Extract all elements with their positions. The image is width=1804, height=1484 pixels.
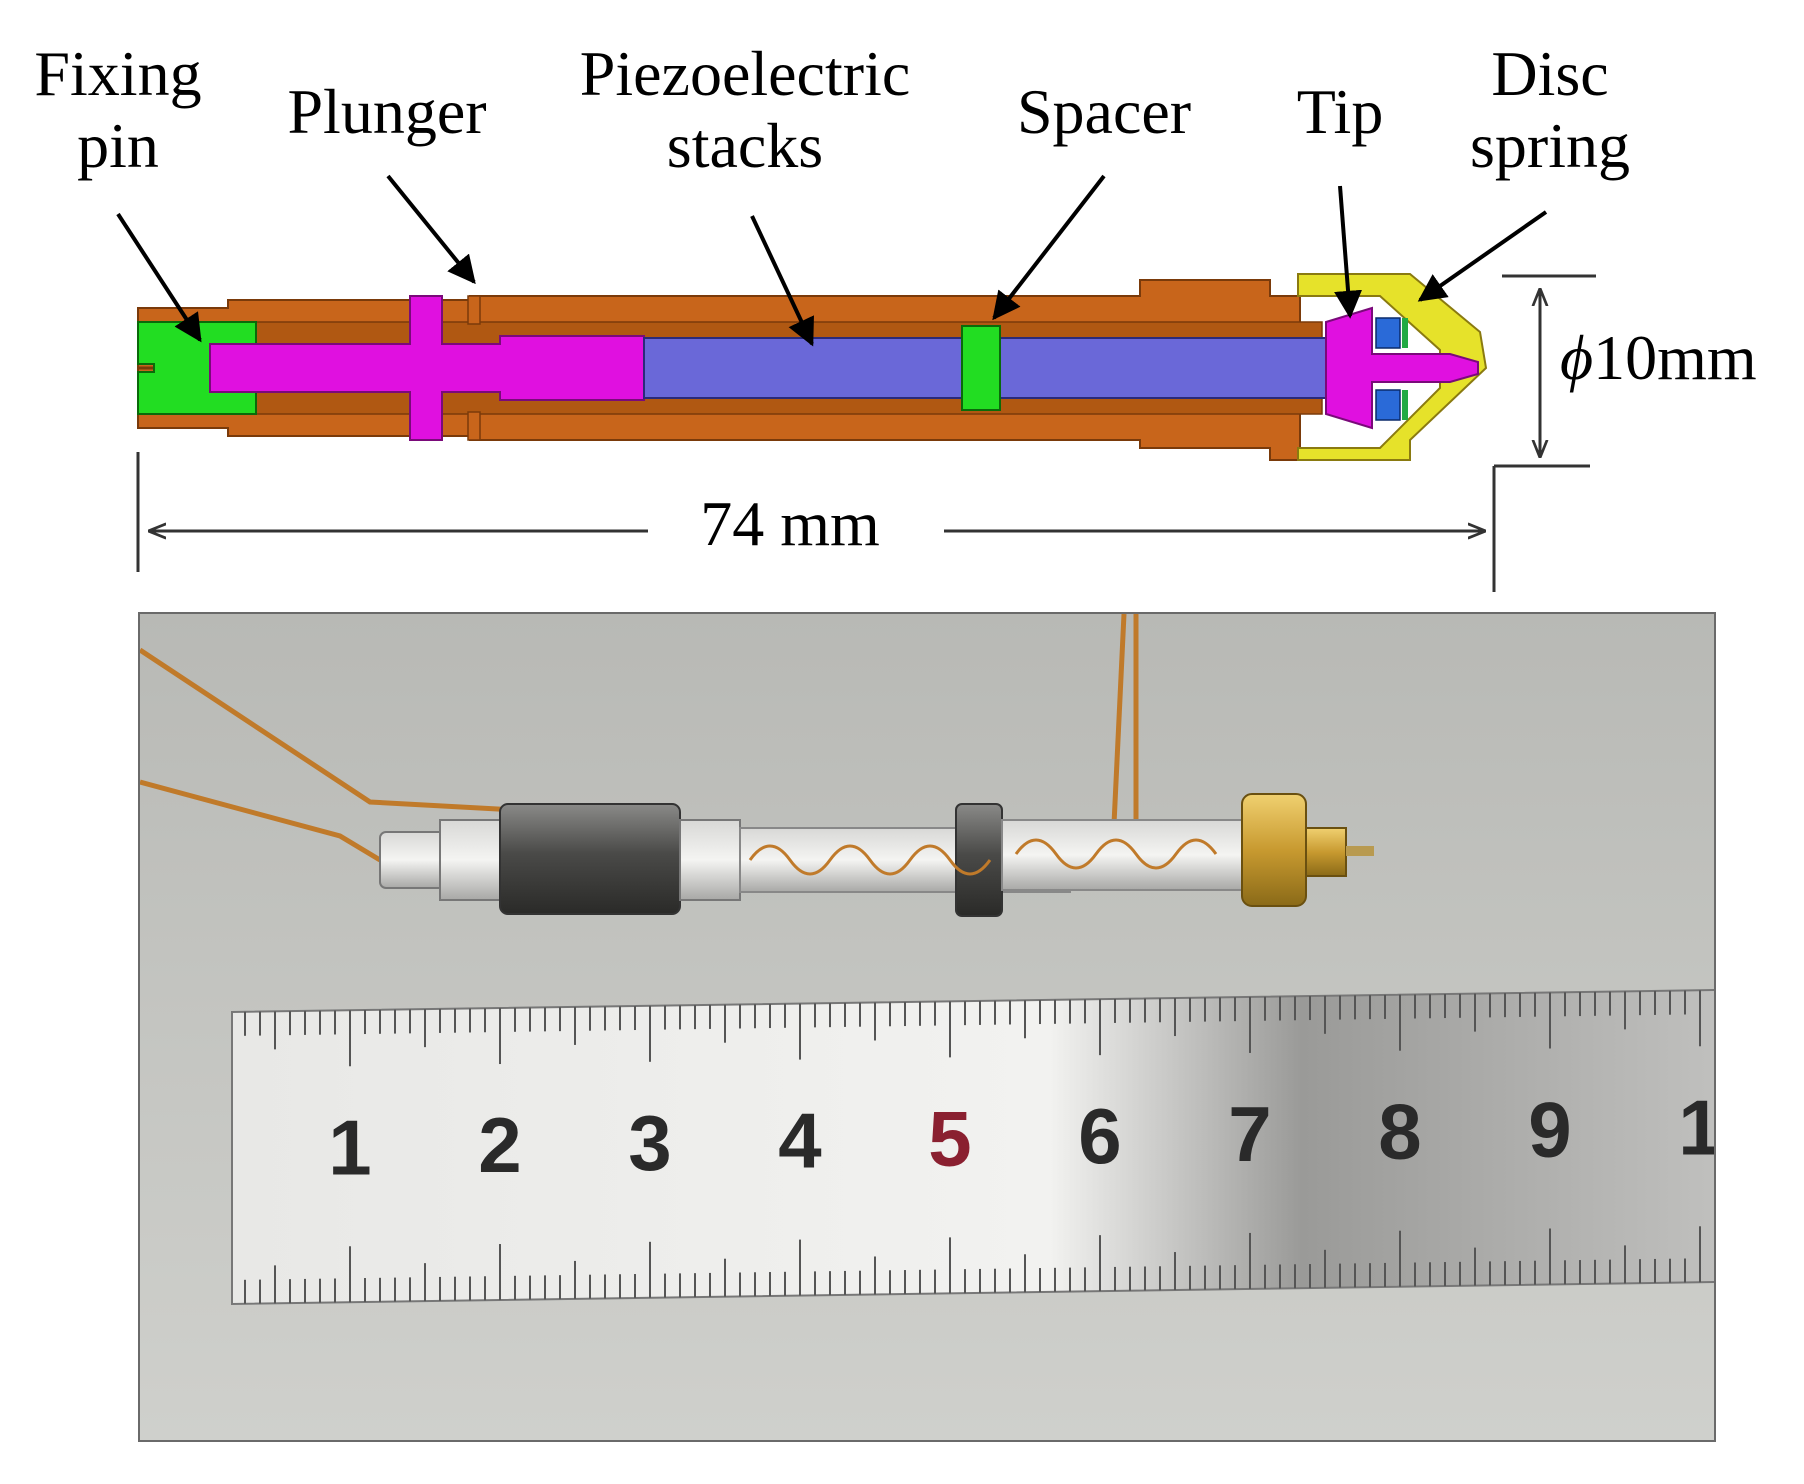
- label-piezo-line1: Piezoelectric: [579, 38, 911, 109]
- label-fixing-pin: Fixing pin: [18, 38, 218, 182]
- ruler-number: 9: [1528, 1085, 1571, 1173]
- label-plunger-text: Plunger: [287, 76, 487, 147]
- piezo-stack-left: [643, 337, 963, 399]
- label-spacer-text: Spacer: [1016, 76, 1192, 147]
- plunger-part: [209, 295, 645, 441]
- photo-panel: 1 2 3 4 5 6 7 8 9 1: [138, 612, 1716, 1442]
- actuator-photo: [379, 793, 1374, 917]
- length-label: 74 mm: [650, 488, 930, 560]
- label-piezo: Piezoelectric stacks: [560, 38, 930, 182]
- label-spacer: Spacer: [1004, 76, 1204, 148]
- label-disc-spring-line1: Disc: [1491, 38, 1609, 109]
- disc-spring-part: [1375, 317, 1408, 421]
- piezo-stack-right: [999, 337, 1327, 399]
- arrow-fixing-pin: [116, 212, 202, 343]
- ruler-number: 2: [478, 1101, 521, 1189]
- tip-cap: [1297, 273, 1488, 461]
- diameter-label: ϕ10mm: [1560, 322, 1757, 394]
- label-disc-spring: Disc spring: [1450, 38, 1650, 182]
- label-disc-spring-line2: spring: [1470, 110, 1630, 181]
- ruler-number: 5: [928, 1094, 971, 1182]
- diameter-value: 10mm: [1593, 322, 1757, 393]
- ruler: 1 2 3 4 5 6 7 8 9 1: [231, 989, 1716, 1306]
- ruler-number: 8: [1378, 1088, 1421, 1176]
- ruler-ticks: [244, 990, 1701, 1304]
- label-piezo-line2: stacks: [666, 110, 824, 181]
- diameter-symbol: ϕ: [1560, 322, 1594, 393]
- label-tip: Tip: [1280, 76, 1400, 148]
- length-dimension: [136, 452, 1496, 592]
- label-plunger: Plunger: [272, 76, 502, 148]
- ruler-number: 1: [328, 1103, 371, 1191]
- tip-part: [1325, 306, 1479, 430]
- arrow-tip: [1334, 185, 1363, 319]
- arrow-plunger: [386, 174, 476, 285]
- arrow-disc-spring: [1417, 210, 1548, 302]
- ruler-number: 1: [1678, 1083, 1716, 1171]
- ruler-number: 3: [628, 1099, 671, 1187]
- arrow-spacer: [992, 174, 1106, 321]
- label-fixing-pin-line1: Fixing: [34, 38, 202, 109]
- diameter-dimension: [1492, 274, 1596, 468]
- ruler-number: 6: [1078, 1092, 1121, 1180]
- photo-illustration: 1 2 3 4 5 6 7 8 9 1: [140, 614, 1716, 1306]
- label-fixing-pin-line2: pin: [77, 110, 159, 181]
- spacer-part: [961, 325, 1001, 411]
- ruler-number: 4: [778, 1097, 821, 1185]
- ruler-numbers: 1 2 3 4 5 6 7 8 9 1: [328, 1083, 1716, 1191]
- label-tip-text: Tip: [1296, 76, 1384, 147]
- ruler-number: 7: [1228, 1090, 1271, 1178]
- arrow-piezo: [750, 215, 814, 347]
